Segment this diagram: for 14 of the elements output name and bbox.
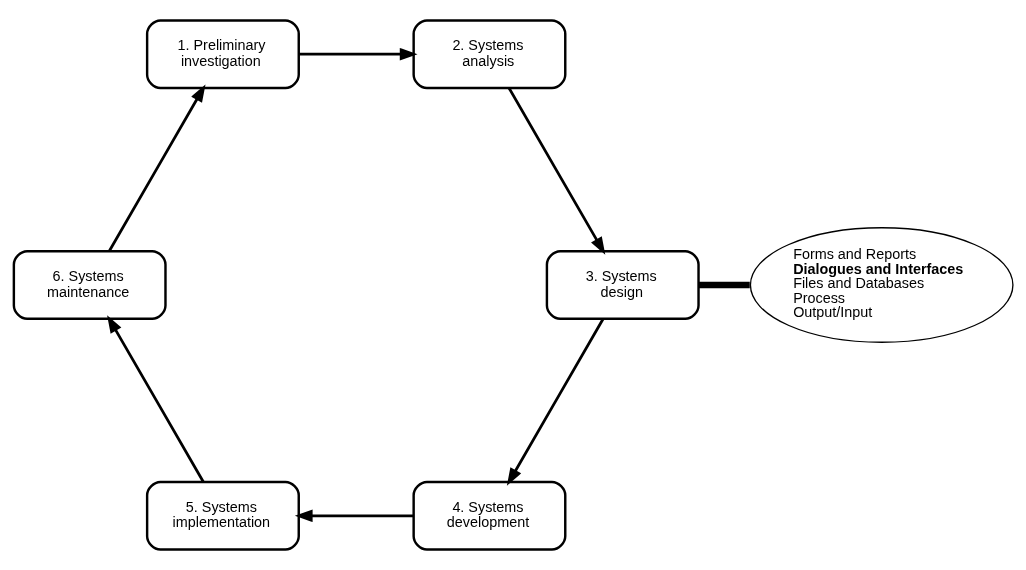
arrow [107, 84, 205, 252]
node-box: 3. Systems design [545, 250, 700, 320]
node-box: 4. Systems development [411, 480, 566, 551]
arrow [507, 87, 605, 255]
arrow [298, 47, 418, 61]
node-box: 1. Preliminary investigation [145, 19, 300, 90]
node-ellipse: Forms and Reports Dialogues and Interfaces Files and Databases Process Output/Input [749, 227, 1014, 343]
node-box: 2. Systems analysis [411, 19, 566, 90]
arrow [506, 318, 604, 486]
connector [698, 281, 750, 289]
node-box: 6. Systems maintenance [12, 250, 167, 320]
arrow [294, 509, 413, 523]
arrow [106, 315, 204, 483]
node-box: 5. Systems implementation [145, 480, 300, 551]
